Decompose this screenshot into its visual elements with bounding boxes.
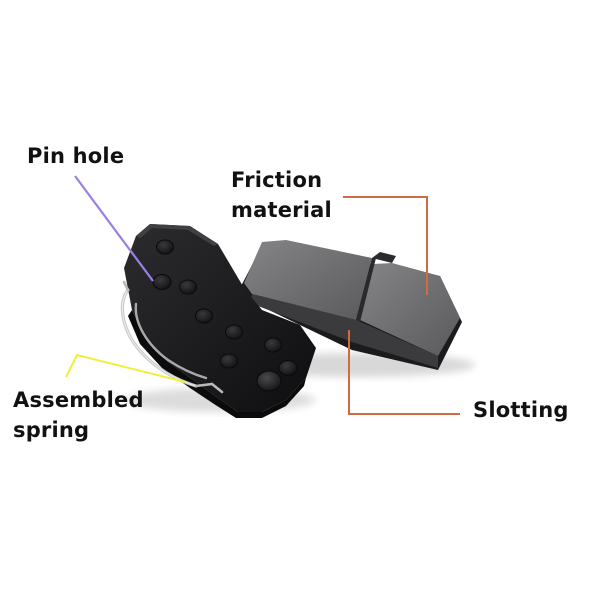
backing-plate-rim [136,224,218,246]
slot-groove [356,258,376,322]
assembled-spring-label: Assembled spring [13,385,144,445]
friction-material-label-line-1: Friction [231,168,323,192]
plate-bump [264,337,282,353]
brake-pad-back [124,224,316,418]
assembled-spring-leader [65,353,186,383]
plate-bump-large [278,360,298,376]
backing-plate [124,224,316,412]
plate-bump [156,239,174,255]
friction-material-label: Friction material [231,165,332,225]
friction-block-right [360,263,460,356]
pin-hole [152,274,172,290]
front-pad-tab [372,252,396,263]
pin-hole-label: Pin hole [27,144,125,168]
slotting-leader [348,330,460,415]
friction-material-leader [343,196,428,295]
friction-material-label-line-2: material [231,198,332,222]
plate-bump [179,279,197,295]
pin-hole-leader [74,175,154,282]
assembled-spring-label-line-1: Assembled [13,388,144,412]
plate-bump [225,324,243,340]
assembled-spring-label-line-2: spring [13,418,90,442]
backing-plate-edge [128,310,306,418]
spring-clip [120,280,224,394]
plate-bump-large [256,370,282,392]
plate-bump [220,353,238,369]
plate-bump [195,308,213,324]
front-pad-edge [250,294,438,368]
slotting-label: Slotting [473,398,569,422]
